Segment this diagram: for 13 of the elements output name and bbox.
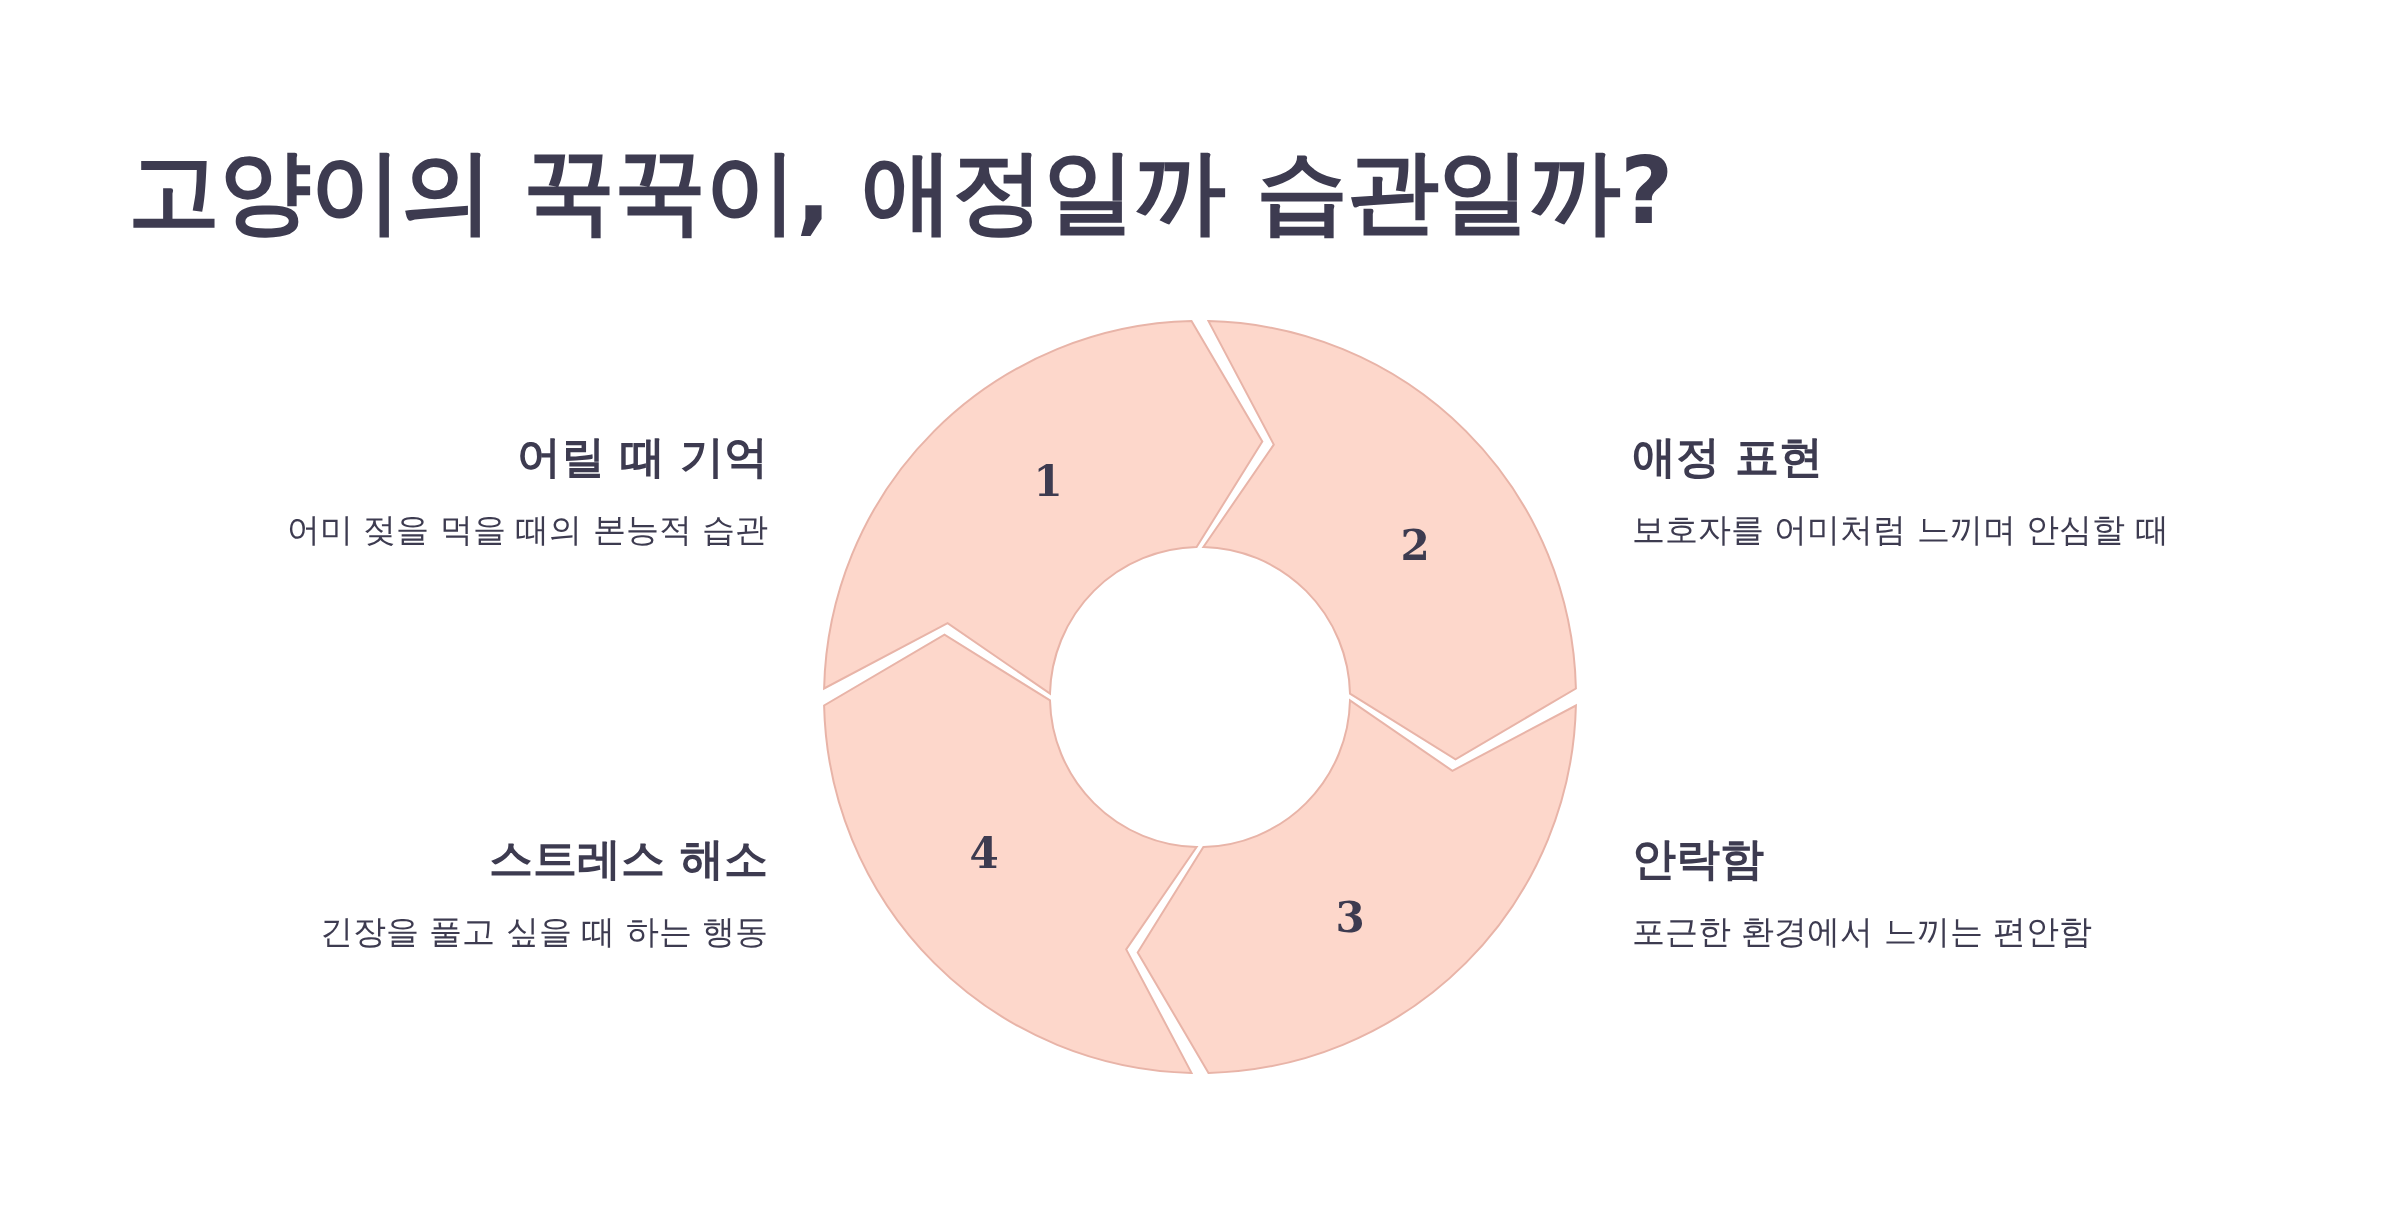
step-heading: 스트레스 해소 — [488, 832, 768, 886]
step-number: 2 — [1400, 525, 1430, 567]
step-heading: 안락함 — [1632, 832, 1764, 886]
step-number: 1 — [1033, 461, 1063, 503]
title: 고양이의 꾹꾹이, 애정일까 습관일까? — [128, 137, 1673, 247]
step-heading: 어릴 때 기억 — [517, 430, 768, 484]
step-description: 보호자를 어미처럼 느끼며 안심할 때 — [1632, 509, 2169, 551]
step-description: 긴장을 풀고 싶을 때 하는 행동 — [319, 911, 768, 953]
step-heading: 애정 표현 — [1632, 430, 1824, 484]
step-number: 3 — [1335, 897, 1365, 939]
step-description: 어미 젖을 먹을 때의 본능적 습관 — [286, 509, 768, 551]
step-number: 4 — [969, 833, 999, 875]
step-description: 포근한 환경에서 느끼는 편안함 — [1632, 911, 2093, 953]
